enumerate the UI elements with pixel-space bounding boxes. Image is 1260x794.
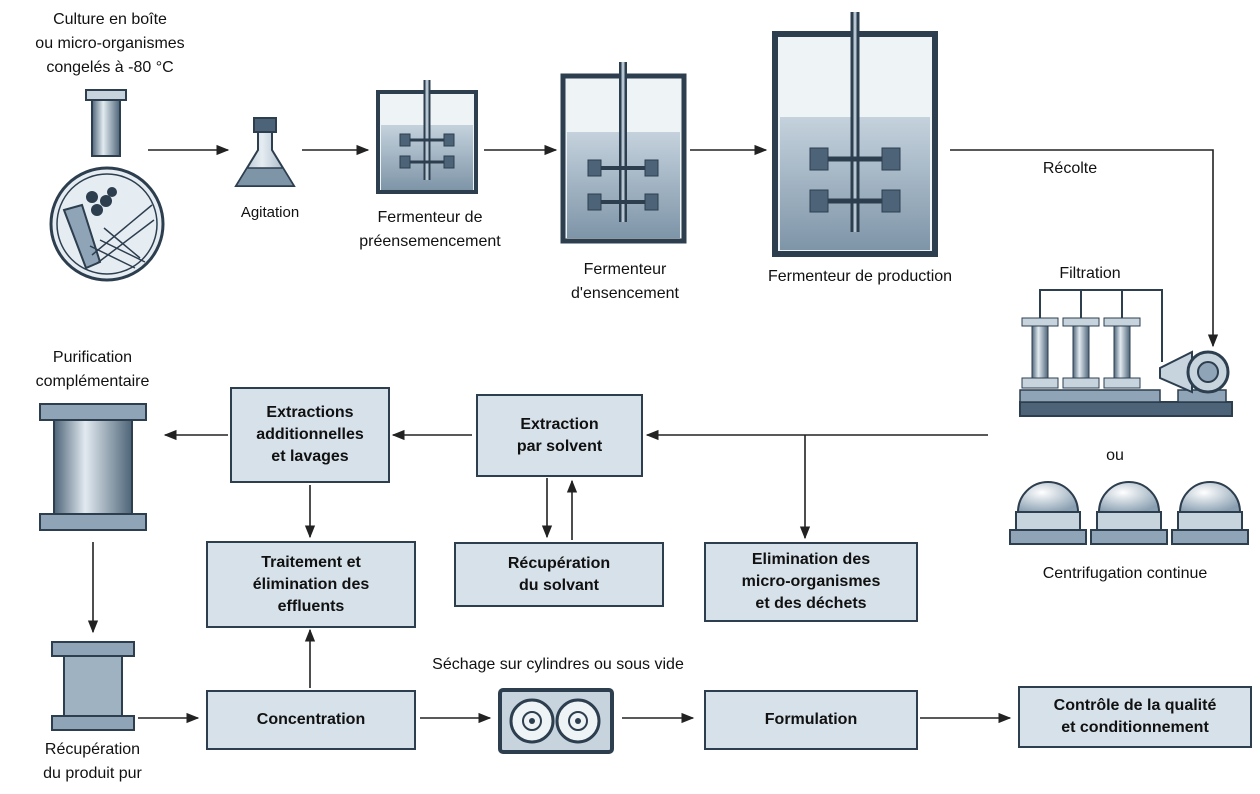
flow-arrows	[87, 144, 1219, 724]
petri-dish-icon	[49, 166, 165, 282]
product-recovery-label: Récupération du produit pur	[43, 741, 142, 782]
product-recovery-column-icon	[51, 641, 135, 731]
concentration-box: Concentration	[206, 690, 416, 750]
frozen-culture-tube-icon	[85, 89, 127, 157]
purification-column-icon	[39, 403, 147, 531]
drying-label: Séchage sur cylindres ou sous vide	[432, 656, 684, 673]
preseeding-fermenter-icon	[376, 80, 478, 194]
production-fermenter-icon	[772, 12, 938, 257]
harvest-label: Récolte	[1042, 160, 1098, 177]
solvent-recovery-box: Récupération du solvant	[454, 542, 664, 607]
solvent-extraction-box: Extraction par solvent	[476, 394, 643, 477]
culture-label: Culture en boîte ou micro-organismes con…	[35, 11, 185, 76]
centrifuge-icon	[1009, 481, 1249, 545]
or-label: ou	[1106, 447, 1124, 464]
quality-control-box: Contrôle de la qualité et conditionnemen…	[1018, 686, 1252, 748]
seeding-fermenter-icon	[560, 62, 687, 244]
purification-label: Purification complémentaire	[35, 349, 150, 390]
flask-icon	[234, 117, 296, 187]
waste-elimination-box: Elimination des micro-organismes et des …	[704, 542, 918, 622]
formulation-box: Formulation	[704, 690, 918, 750]
additional-extractions-box: Extractions additionnelles et lavages	[230, 387, 390, 483]
drum-dryer-icon	[498, 688, 614, 754]
filtration-unit-icon	[1019, 289, 1233, 417]
effluent-treatment-box: Traitement et élimination des effluents	[206, 541, 416, 628]
centrifugation-label: Centrifugation continue	[1042, 565, 1208, 582]
filtration-label: Filtration	[1059, 265, 1121, 282]
arrow-harvest	[950, 149, 1219, 348]
agitation-label: Agitation	[240, 204, 300, 221]
preseeding-fermenter-label: Fermenteur de préensemencement	[359, 209, 501, 250]
seeding-fermenter-label: Fermenteur d'ensencement	[570, 261, 679, 302]
production-fermenter-label: Fermenteur de production	[767, 268, 953, 285]
